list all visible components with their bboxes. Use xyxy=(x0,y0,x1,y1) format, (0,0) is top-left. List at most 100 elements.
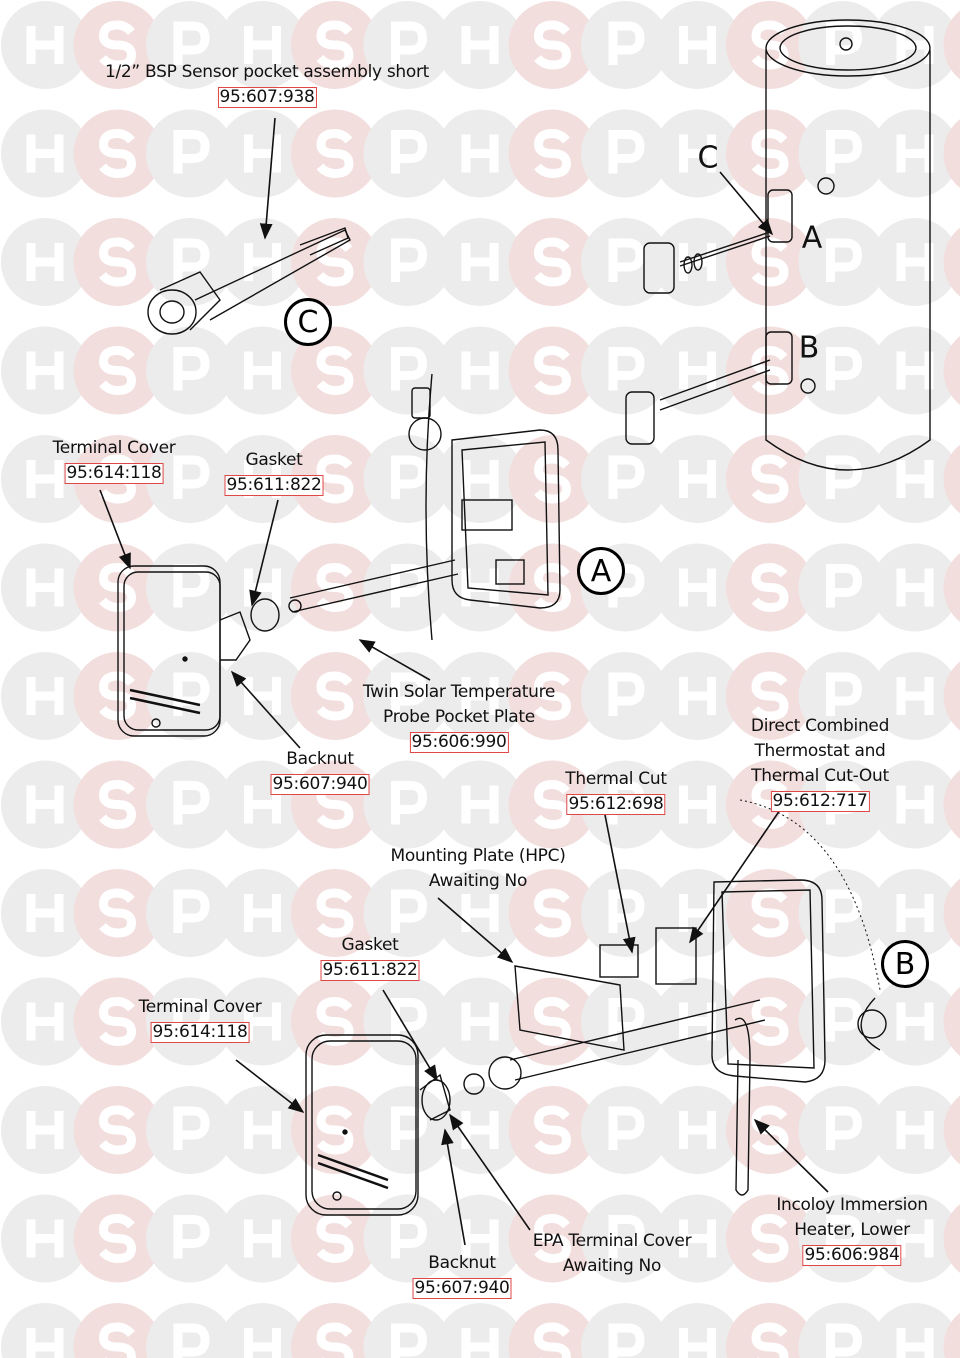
watermark-mark xyxy=(726,977,814,1066)
callout-backnut-b: Backnut 95:607:940 xyxy=(412,1251,512,1301)
watermark-mark xyxy=(653,435,742,523)
watermark-mark xyxy=(363,435,452,523)
watermark-mark xyxy=(508,435,597,523)
watermark-mark xyxy=(436,435,524,523)
watermark-mark xyxy=(218,869,307,957)
watermark-mark xyxy=(363,760,452,849)
part-code-link[interactable]: 95:614:118 xyxy=(150,1022,250,1043)
watermark-mark xyxy=(1,1303,89,1358)
watermark-mark xyxy=(798,218,887,306)
watermark-mark xyxy=(1,218,89,306)
watermark-mark xyxy=(291,1,379,89)
watermark-mark xyxy=(871,869,959,957)
watermark-mark xyxy=(726,543,814,632)
watermark-mark xyxy=(581,1194,669,1283)
watermark-mark xyxy=(726,109,814,198)
callout-direct-thermostat: Direct Combined Thermostat and Thermal C… xyxy=(751,714,889,814)
watermark-mark xyxy=(1,869,89,957)
callout-terminal-cover-b: Terminal Cover 95:614:118 xyxy=(139,995,262,1045)
watermark-mark xyxy=(798,977,887,1066)
watermark-mark xyxy=(436,1303,524,1358)
part-code-link[interactable]: 95:606:990 xyxy=(409,732,509,753)
part-name: Terminal Cover xyxy=(138,997,262,1017)
watermark-mark xyxy=(1,1,89,89)
leader-arrows xyxy=(99,117,829,1246)
watermark-mark xyxy=(871,1303,959,1358)
watermark-mark xyxy=(218,977,307,1066)
watermark-mark xyxy=(436,652,524,740)
watermark-mark xyxy=(146,1086,234,1174)
watermark-mark xyxy=(1,977,89,1066)
watermark-mark xyxy=(73,760,162,849)
watermark-mark xyxy=(1,326,89,415)
watermark-mark xyxy=(653,652,742,740)
watermark-mark xyxy=(73,1303,162,1358)
part-code-link[interactable]: 95:611:822 xyxy=(224,475,324,496)
part-code-link[interactable]: 95:607:940 xyxy=(412,1278,512,1299)
part-name: Thermostat and xyxy=(754,741,886,761)
view-b-marker: B xyxy=(881,940,929,988)
watermark-mark xyxy=(508,652,597,740)
watermark-mark xyxy=(581,1086,669,1174)
watermark-mark xyxy=(508,977,597,1066)
part-code-link[interactable]: 95:614:118 xyxy=(64,463,164,484)
watermark-mark xyxy=(508,218,597,306)
watermark-mark xyxy=(798,1303,887,1358)
watermark-mark xyxy=(291,1194,379,1283)
watermark-mark xyxy=(291,869,379,957)
callout-backnut-a: Backnut 95:607:940 xyxy=(270,747,370,797)
watermark-mark xyxy=(798,1086,887,1174)
watermark-mark xyxy=(581,1,669,89)
callout-gasket-b: Gasket 95:611:822 xyxy=(320,933,420,983)
part-code-link[interactable]: 95:607:938 xyxy=(217,87,317,108)
part-code-link[interactable]: 95:612:698 xyxy=(566,794,666,815)
watermark-mark xyxy=(653,543,742,632)
watermark-mark xyxy=(146,760,234,849)
watermark-mark xyxy=(1,1086,89,1174)
watermark-mark xyxy=(436,1086,524,1174)
watermark-mark xyxy=(871,760,959,849)
watermark-mark xyxy=(943,10,960,80)
part-code-link[interactable]: 95:612:717 xyxy=(770,791,870,812)
part-code-link[interactable]: 95:607:940 xyxy=(270,774,370,795)
part-code-link[interactable]: 95:611:822 xyxy=(320,960,420,981)
watermark-mark xyxy=(436,543,524,632)
part-code-link[interactable]: 95:606:984 xyxy=(802,1245,902,1266)
watermark-mark xyxy=(581,109,669,198)
watermark-mark xyxy=(218,109,307,198)
watermark-mark xyxy=(653,760,742,849)
watermark-mark xyxy=(363,109,452,198)
watermark-mark xyxy=(508,1303,597,1358)
callout-terminal-cover-a: Terminal Cover 95:614:118 xyxy=(53,436,176,486)
callout-probe-plate: Twin Solar Temperature Probe Pocket Plat… xyxy=(363,680,555,755)
watermark-mark xyxy=(363,1303,452,1358)
watermark-mark xyxy=(291,1303,379,1358)
watermark-mark xyxy=(653,1303,742,1358)
watermark-mark xyxy=(653,869,742,957)
watermark-mark xyxy=(943,770,960,839)
watermark-mark xyxy=(436,760,524,849)
watermark-mark xyxy=(73,1086,162,1174)
watermark-mark xyxy=(871,326,959,415)
part-name: Heater, Lower xyxy=(794,1220,910,1240)
watermark-mark xyxy=(581,977,669,1066)
watermark-mark xyxy=(581,218,669,306)
watermark-mark xyxy=(1,543,89,632)
watermark-mark xyxy=(871,435,959,523)
watermark-mark xyxy=(73,1194,162,1283)
watermark-mark xyxy=(581,1303,669,1358)
view-c-marker: C xyxy=(284,298,332,346)
watermark-mark xyxy=(508,543,597,632)
watermark-mark xyxy=(798,435,887,523)
watermark-mark xyxy=(653,326,742,415)
watermark-mark xyxy=(798,109,887,198)
part-name: Backnut xyxy=(286,749,354,769)
watermark-mark xyxy=(291,109,379,198)
watermark-mark xyxy=(436,218,524,306)
watermark-mark xyxy=(146,652,234,740)
watermark-mark xyxy=(146,1303,234,1358)
watermark-mark xyxy=(291,326,379,415)
assembly-a-drawing xyxy=(117,373,561,737)
watermark-mark xyxy=(146,218,234,306)
